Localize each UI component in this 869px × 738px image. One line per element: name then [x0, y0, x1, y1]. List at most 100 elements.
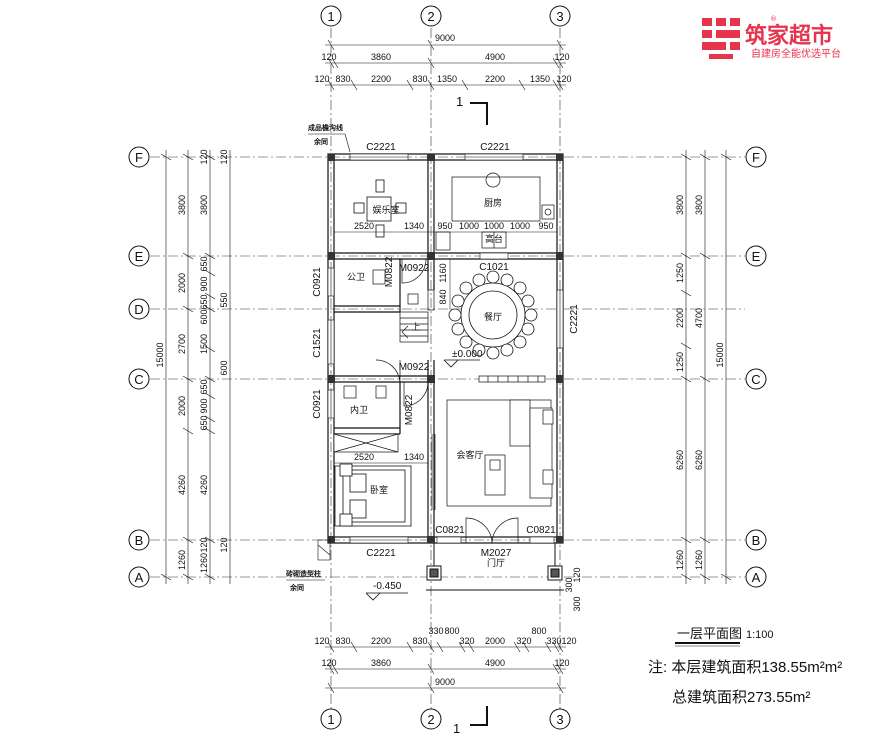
stairs	[399, 289, 435, 343]
axis-grid	[150, 28, 745, 712]
dim-bot-r1-0: 120	[314, 636, 329, 646]
dim-left-mid-2: 2700	[177, 334, 187, 354]
dim-left-outer-0: 15000	[155, 342, 165, 367]
room-dining: 餐厅	[484, 311, 502, 322]
counter-units	[435, 231, 507, 251]
dim-left-mid-1: 2000	[177, 273, 187, 293]
room-kitchen: 厨房	[484, 197, 502, 208]
dim-top-r2-3: 830	[412, 74, 427, 84]
dim-bot-r2-0: 120	[321, 658, 336, 668]
section-mark-top-label: 1	[456, 94, 463, 109]
room-living: 会客厅	[456, 449, 483, 460]
dim-bot-r1-6: 320	[459, 636, 474, 646]
dim-bot-r1-8: 320	[516, 636, 531, 646]
dim-left-tiny-0: 120	[219, 149, 229, 164]
axis-label-d-left: D	[134, 302, 143, 317]
porch-columns	[426, 543, 564, 591]
dim-left-inner-11: 120	[199, 537, 209, 552]
label-c2221-c: C2221	[366, 548, 396, 559]
dim-right-small-1: 300	[564, 577, 574, 592]
dim-top-r1-2: 4900	[485, 52, 505, 62]
dim-top-r2-6: 1350	[530, 74, 550, 84]
annotation-leaders	[286, 133, 351, 581]
dim-top-r2-5: 2200	[485, 74, 505, 84]
logo-brand-name: 筑家超市	[745, 23, 833, 49]
idim-2520-b: 2520	[354, 452, 374, 462]
room-entertainment: 娱乐室	[372, 204, 399, 215]
porch-left-marks	[317, 539, 331, 561]
dim-top-r2-2: 2200	[371, 74, 391, 84]
elevation-marker-outside	[365, 592, 408, 601]
kitchen-counter	[451, 172, 555, 222]
post-label: 砖砌造型柱	[286, 569, 321, 578]
label-c0921-a: C0921	[312, 267, 323, 297]
interior-dim-lines	[334, 231, 557, 464]
label-c0821-a: C0821	[435, 525, 465, 536]
dim-right-inner-4: 6260	[675, 450, 685, 470]
label-c1521: C1521	[312, 328, 323, 358]
dim-left-tiny-1: 550	[219, 292, 229, 307]
dim-top-r2-0: 120	[314, 74, 329, 84]
dim-top-total: 9000	[435, 33, 455, 43]
label-m0922-a: M0922	[399, 263, 430, 274]
logo-slogan: 自建房全能优选平台	[751, 47, 841, 60]
dim-right-inner-0: 3800	[675, 195, 685, 215]
section-mark-top	[470, 102, 488, 125]
idim-950-b: 950	[538, 221, 553, 231]
axis-label-e-left: E	[135, 249, 144, 264]
dim-left-inner-7: 650	[199, 379, 209, 394]
dim-left-mid-3: 2000	[177, 396, 187, 416]
dimension-lines-right	[680, 150, 732, 584]
idim-1000-b: 1000	[484, 221, 504, 231]
logo-registered-mark: ®	[770, 15, 777, 23]
idim-1000-c: 1000	[510, 221, 530, 231]
section-mark-bottom	[470, 706, 488, 726]
dim-top-r2-4: 1350	[437, 74, 457, 84]
note-total-area: 总建筑面积273.55m²	[672, 689, 810, 706]
dim-right-inner-1: 1250	[675, 263, 685, 283]
dim-bot-r1-11: 120	[561, 636, 576, 646]
elevation-marker-zero	[443, 359, 480, 368]
plan-scale: 1:100	[746, 629, 774, 641]
mahjong-table-icon	[353, 179, 407, 238]
dim-top-r1-0: 120	[321, 52, 336, 62]
dim-bot-r1-9: 800	[531, 626, 546, 636]
dim-left-inner-0: 120	[199, 149, 209, 164]
windows	[327, 153, 564, 544]
label-c0921-b: C0921	[312, 389, 323, 419]
axis-label-1-top: 1	[327, 9, 334, 24]
section-mark-bottom-label: 1	[453, 721, 460, 736]
dim-bot-r1-7: 2000	[485, 636, 505, 646]
dim-right-small-2: 300	[572, 596, 582, 611]
axis-label-3-bottom: 3	[556, 712, 563, 727]
wardrobe	[333, 433, 399, 453]
dimension-lines-left	[160, 150, 231, 584]
dimension-lines-top	[325, 39, 566, 91]
dim-left-tiny-3: 120	[219, 537, 229, 552]
label-m0822-b: M0822	[404, 394, 415, 425]
dim-bot-r1-4: 330	[428, 626, 443, 636]
dim-bot-r2-2: 4900	[485, 658, 505, 668]
idim-1340-a: 1340	[404, 221, 424, 231]
eave-label: 成品檐沟线	[308, 123, 343, 132]
dim-left-mid-5: 1260	[177, 550, 187, 570]
structural-columns	[328, 154, 563, 543]
axis-label-f-left: F	[135, 150, 143, 165]
idim-1340-b: 1340	[404, 452, 424, 462]
axis-bubbles-right	[745, 146, 767, 588]
dim-right-small-0: 120	[572, 567, 582, 582]
dim-bot-r1-10: 330	[546, 636, 561, 646]
note-floor-area: 注: 本层建筑面积138.55m²m²	[648, 659, 842, 676]
dim-left-inner-1: 3800	[199, 195, 209, 215]
label-c2221-d: C2221	[569, 304, 580, 334]
axis-label-1-bottom: 1	[327, 712, 334, 727]
dim-bot-r2-3: 120	[554, 658, 569, 668]
axis-label-e-right: E	[752, 249, 761, 264]
dim-left-mid-0: 3800	[177, 195, 187, 215]
title-underline	[675, 642, 740, 647]
dim-left-mid-4: 4260	[177, 475, 187, 495]
dim-top-r2-7: 120	[556, 74, 571, 84]
dim-top-r1-1: 3860	[371, 52, 391, 62]
room-inner-wc: 内卫	[350, 404, 368, 415]
dim-left-inner-2: 650	[199, 256, 209, 271]
